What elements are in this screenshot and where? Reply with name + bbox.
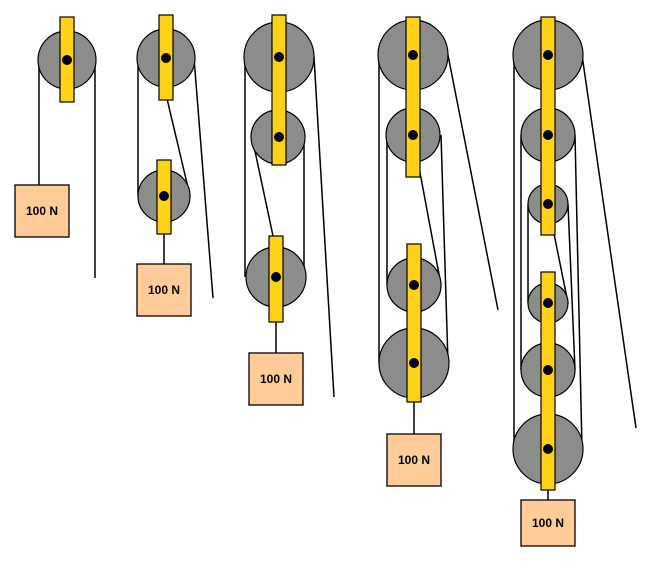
rope-segment — [251, 136, 277, 251]
pulley-strap — [540, 16, 556, 236]
pulley-axle — [274, 132, 284, 142]
pulley-axle — [409, 280, 419, 290]
pulley-axle — [543, 444, 553, 454]
pulley-axle — [409, 358, 419, 368]
pulley-axle — [159, 191, 169, 201]
pulley-axle — [161, 53, 171, 63]
rope-segment — [440, 134, 449, 364]
load-box — [136, 263, 192, 317]
load-label: 100 N — [260, 372, 292, 386]
pulley-system-2: 100 N — [136, 14, 214, 317]
pulley-strap — [405, 16, 421, 178]
load-box — [520, 499, 576, 547]
load-box — [248, 352, 304, 406]
load-label: 100 N — [532, 516, 564, 530]
load-label: 100 N — [148, 283, 180, 297]
load-box — [14, 184, 70, 238]
rope-free-end — [193, 57, 214, 299]
rope-free-end — [581, 54, 637, 429]
pulley-axle — [408, 130, 418, 140]
pulley-axle — [62, 55, 72, 65]
pulley-system-1: 100 N — [14, 16, 97, 278]
pulley-strap — [271, 14, 287, 166]
pulley-axle — [543, 298, 553, 308]
pulley-axle — [543, 199, 553, 209]
rope-free-end — [447, 54, 499, 311]
load-label: 100 N — [26, 204, 58, 218]
pulley-axle — [543, 365, 553, 375]
rope-segment — [567, 203, 576, 371]
pulley-system-3: 100 N — [243, 14, 335, 406]
load-label: 100 N — [398, 453, 430, 467]
pulley-axle — [543, 130, 553, 140]
rope-segment — [574, 134, 583, 450]
pulley-system-4: 100 N — [377, 16, 499, 487]
pulley-strap — [406, 243, 422, 403]
pulley-system-5: 100 N — [512, 16, 637, 547]
load-box — [386, 433, 442, 487]
pulley-axle — [271, 272, 281, 282]
rope-free-end — [313, 56, 335, 398]
rope-segment — [163, 85, 191, 197]
pulley-axle — [408, 50, 418, 60]
pulley-axle — [274, 52, 284, 62]
pulley-axle — [543, 50, 553, 60]
